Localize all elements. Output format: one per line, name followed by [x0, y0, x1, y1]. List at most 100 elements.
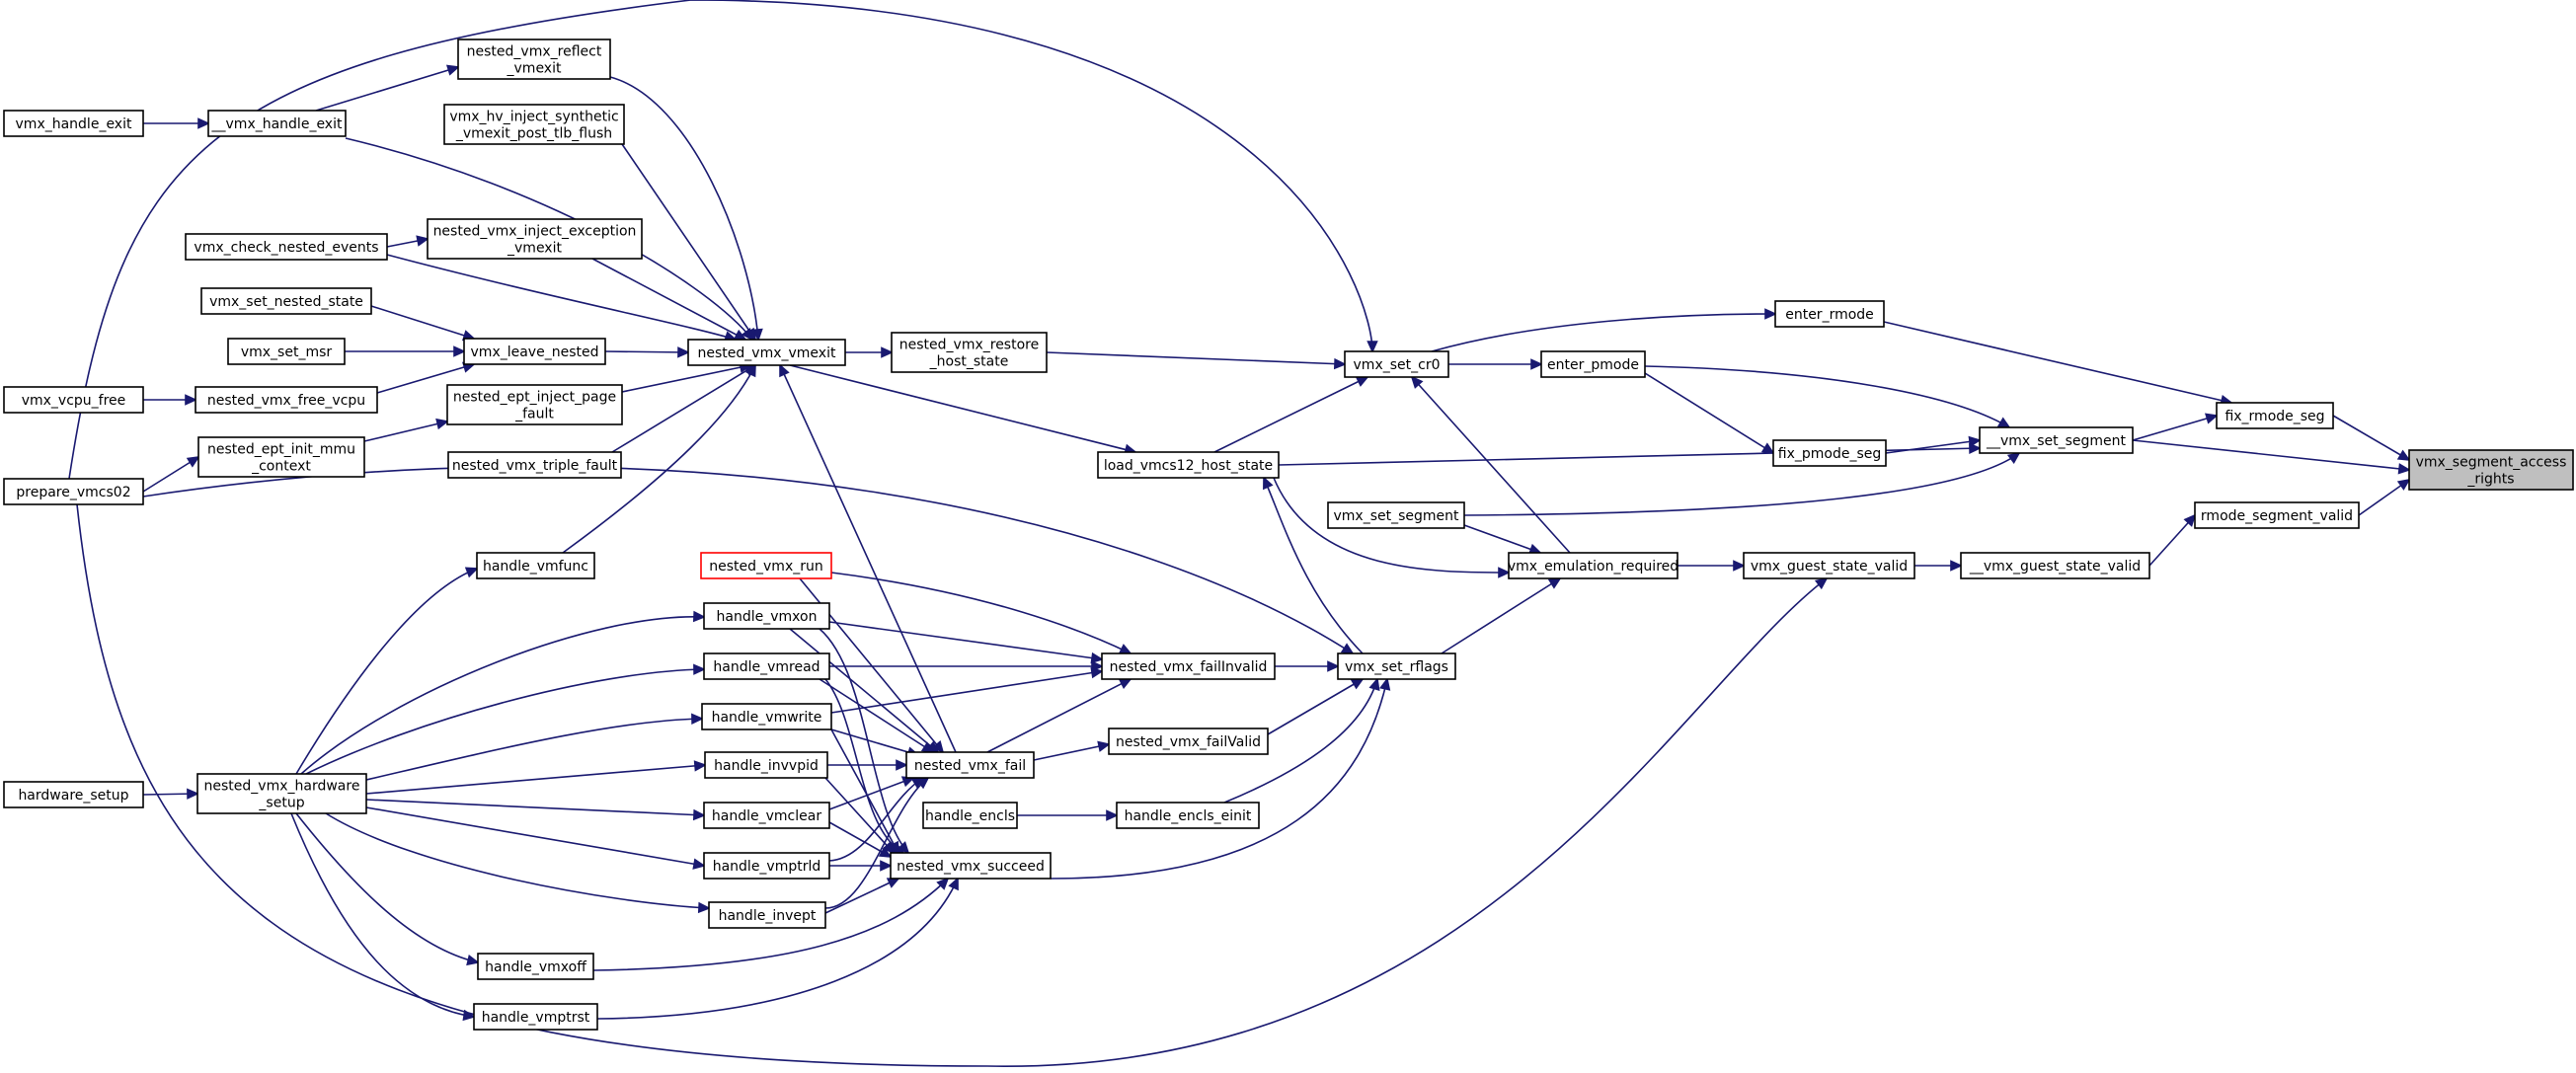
node-nested_vmx_vmexit[interactable]: nested_vmx_vmexit: [687, 339, 846, 366]
node-box[interactable]: [1960, 552, 2150, 579]
node-hardware_setup[interactable]: hardware_setup: [3, 781, 144, 808]
node-box[interactable]: [207, 110, 347, 137]
node-rmode_segment_valid[interactable]: rmode_segment_valid: [2194, 501, 2360, 529]
node-box[interactable]: [477, 953, 594, 980]
node-handle_encls[interactable]: handle_encls: [922, 802, 1018, 829]
node-handle_invvpid[interactable]: handle_invvpid: [704, 751, 828, 779]
node-nested_vmx_failValid[interactable]: nested_vmx_failValid: [1108, 728, 1269, 755]
node-nested_vmx_fail[interactable]: nested_vmx_fail: [905, 751, 1035, 779]
node-box[interactable]: [3, 478, 144, 505]
node-handle_invept[interactable]: handle_invept: [708, 901, 826, 929]
node-box[interactable]: [463, 338, 606, 365]
node-box[interactable]: [703, 602, 830, 630]
node-load_vmcs12_host_state[interactable]: load_vmcs12_host_state: [1097, 451, 1280, 479]
node-box[interactable]: [197, 436, 365, 478]
node-handle_vmfunc[interactable]: handle_vmfunc: [476, 552, 595, 579]
node-handle_vmptrld[interactable]: handle_vmptrld: [703, 852, 830, 880]
node-box[interactable]: [3, 781, 144, 808]
node-enter_rmode[interactable]: enter_rmode: [1774, 300, 1885, 328]
node-nested_ept_inject_page_fault[interactable]: nested_ept_inject_page_fault: [446, 384, 623, 425]
node-box[interactable]: [1101, 652, 1276, 680]
node-box[interactable]: [200, 287, 372, 315]
node-vmx_set_nested_state[interactable]: vmx_set_nested_state: [200, 287, 372, 315]
node-fix_rmode_seg[interactable]: fix_rmode_seg: [2216, 402, 2334, 429]
node-box[interactable]: [703, 852, 830, 880]
node-nested_vmx_reflect_vmexit[interactable]: nested_vmx_reflect_vmexit: [457, 38, 611, 80]
node-box[interactable]: [703, 802, 830, 829]
node-box[interactable]: [1327, 501, 1465, 529]
node-box[interactable]: [185, 233, 388, 261]
node-box[interactable]: [701, 703, 832, 730]
node-box[interactable]: [708, 901, 826, 929]
node-box[interactable]: [2408, 449, 2574, 491]
node-box[interactable]: [890, 852, 1052, 880]
node-box[interactable]: [427, 218, 643, 260]
node-nested_vmx_free_vcpu[interactable]: nested_vmx_free_vcpu: [195, 386, 378, 414]
node-box[interactable]: [457, 38, 611, 80]
node-box[interactable]: [1743, 552, 1915, 579]
node-__vmx_guest_state_valid[interactable]: __vmx_guest_state_valid: [1960, 552, 2150, 579]
node-handle_vmptrst[interactable]: handle_vmptrst: [473, 1003, 598, 1031]
node-vmx_hv_inject_synthetic[interactable]: vmx_hv_inject_synthetic_vmexit_post_tlb_…: [443, 104, 625, 145]
node-box[interactable]: [196, 773, 367, 814]
node-box[interactable]: [1540, 350, 1646, 378]
node-nested_vmx_run[interactable]: nested_vmx_run: [700, 552, 832, 579]
node-vmx_emulation_required[interactable]: vmx_emulation_required: [1508, 552, 1678, 579]
node-box[interactable]: [700, 552, 832, 579]
node-enter_pmode[interactable]: enter_pmode: [1540, 350, 1646, 378]
node-vmx_set_cr0[interactable]: vmx_set_cr0: [1344, 350, 1449, 378]
node-box[interactable]: [2216, 402, 2334, 429]
node-handle_vmxoff[interactable]: handle_vmxoff: [477, 953, 594, 980]
node-box[interactable]: [1108, 728, 1269, 755]
node-__vmx_set_segment[interactable]: __vmx_set_segment: [1979, 426, 2134, 454]
node-handle_vmwrite[interactable]: handle_vmwrite: [701, 703, 832, 730]
node-vmx_set_segment[interactable]: vmx_set_segment: [1327, 501, 1465, 529]
node-handle_encls_einit[interactable]: handle_encls_einit: [1116, 802, 1260, 829]
node-nested_vmx_failInvalid[interactable]: nested_vmx_failInvalid: [1101, 652, 1276, 680]
node-box[interactable]: [1097, 451, 1280, 479]
node-vmx_set_rflags[interactable]: vmx_set_rflags: [1337, 652, 1456, 680]
node-box[interactable]: [3, 110, 144, 137]
node-box[interactable]: [447, 451, 622, 479]
node-vmx_segment_access_rights[interactable]: vmx_segment_access_rights: [2408, 449, 2574, 491]
node-box[interactable]: [1979, 426, 2134, 454]
node-nested_vmx_restore_host_state[interactable]: nested_vmx_restore_host_state: [891, 332, 1048, 373]
node-box[interactable]: [1344, 350, 1449, 378]
node-box[interactable]: [2194, 501, 2360, 529]
node-box[interactable]: [891, 332, 1048, 373]
node-box[interactable]: [476, 552, 595, 579]
node-nested_vmx_inject_exception_vmexit[interactable]: nested_vmx_inject_exception_vmexit: [427, 218, 643, 260]
node-box[interactable]: [227, 338, 346, 365]
node-handle_vmclear[interactable]: handle_vmclear: [703, 802, 830, 829]
node-box[interactable]: [443, 104, 625, 145]
node-nested_vmx_triple_fault[interactable]: nested_vmx_triple_fault: [447, 451, 622, 479]
node-box[interactable]: [1508, 552, 1678, 579]
node-box[interactable]: [922, 802, 1018, 829]
node-box[interactable]: [473, 1003, 598, 1031]
node-box[interactable]: [905, 751, 1035, 779]
node-nested_vmx_hardware_setup[interactable]: nested_vmx_hardware_setup: [196, 773, 367, 814]
node-vmx_handle_exit[interactable]: vmx_handle_exit: [3, 110, 144, 137]
node-__vmx_handle_exit[interactable]: __vmx_handle_exit: [207, 110, 347, 137]
node-box[interactable]: [687, 339, 846, 366]
node-fix_pmode_seg[interactable]: fix_pmode_seg: [1772, 439, 1887, 467]
node-handle_vmread[interactable]: handle_vmread: [703, 652, 830, 680]
node-vmx_vcpu_free[interactable]: vmx_vcpu_free: [3, 386, 144, 414]
node-nested_vmx_succeed[interactable]: nested_vmx_succeed: [890, 852, 1052, 880]
node-nested_ept_init_mmu_context[interactable]: nested_ept_init_mmu_context: [197, 436, 365, 478]
node-vmx_check_nested_events[interactable]: vmx_check_nested_events: [185, 233, 388, 261]
node-vmx_leave_nested[interactable]: vmx_leave_nested: [463, 338, 606, 365]
node-prepare_vmcs02[interactable]: prepare_vmcs02: [3, 478, 144, 505]
node-box[interactable]: [1772, 439, 1887, 467]
node-handle_vmxon[interactable]: handle_vmxon: [703, 602, 830, 630]
node-vmx_guest_state_valid[interactable]: vmx_guest_state_valid: [1743, 552, 1915, 579]
node-box[interactable]: [1116, 802, 1260, 829]
node-box[interactable]: [3, 386, 144, 414]
node-box[interactable]: [446, 384, 623, 425]
node-vmx_set_msr[interactable]: vmx_set_msr: [227, 338, 346, 365]
node-box[interactable]: [1337, 652, 1456, 680]
node-box[interactable]: [704, 751, 828, 779]
node-box[interactable]: [1774, 300, 1885, 328]
node-box[interactable]: [195, 386, 378, 414]
node-box[interactable]: [703, 652, 830, 680]
